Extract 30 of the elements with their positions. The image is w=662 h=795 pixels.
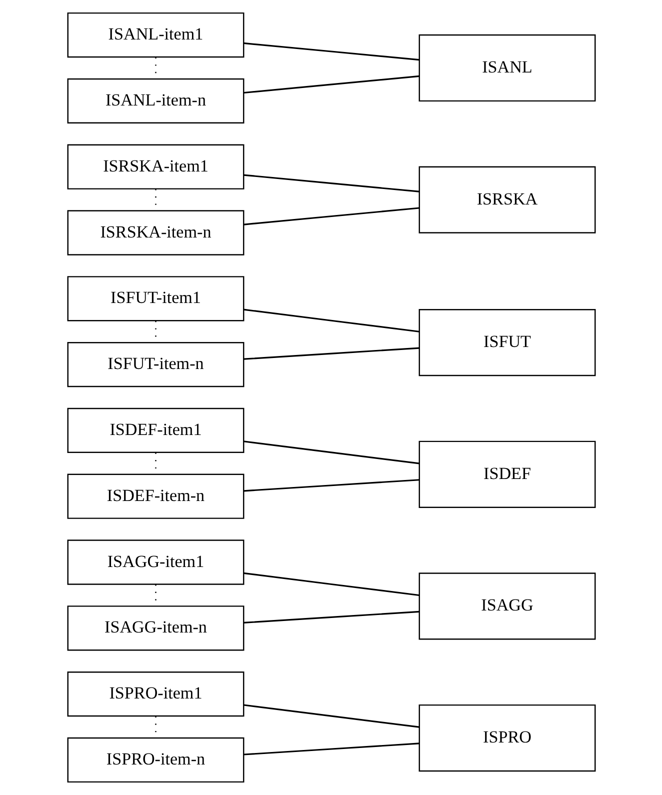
connector	[243, 174, 419, 192]
connector	[243, 479, 419, 492]
node-box: ISPRO-item1	[66, 672, 244, 717]
connector	[243, 347, 419, 360]
node-box: ISANL-item-n	[66, 78, 244, 124]
node-box: ISRSKA-item-n	[66, 210, 244, 256]
node-box: ISAGG	[418, 572, 596, 640]
node-box: ISPRO	[418, 704, 596, 772]
node-box: ISANL	[418, 34, 596, 102]
node-box: ISDEF-item-n	[66, 474, 244, 519]
connector	[243, 440, 419, 464]
node-box: ISDEF	[418, 440, 596, 508]
connector	[243, 308, 419, 332]
node-box: ISPRO-item-n	[66, 737, 244, 783]
node-box: ISFUT-item-n	[66, 342, 244, 388]
node-box: ISAGG-item1	[66, 540, 244, 585]
node-box: ISDEF-item1	[66, 408, 244, 454]
node-box: ISRSKA-item1	[66, 144, 244, 190]
connector	[243, 42, 419, 61]
connector	[243, 610, 419, 624]
node-box: ISFUT	[418, 309, 596, 376]
connector	[243, 704, 419, 728]
connector	[243, 207, 419, 226]
node-box: ISANL-item1	[66, 12, 244, 58]
connector	[243, 75, 419, 94]
connector	[243, 572, 419, 596]
node-box: ISAGG-item-n	[66, 606, 244, 651]
node-box: ISRSKA	[418, 166, 596, 234]
node-box: ISFUT-item1	[66, 276, 244, 322]
connector	[243, 742, 419, 756]
